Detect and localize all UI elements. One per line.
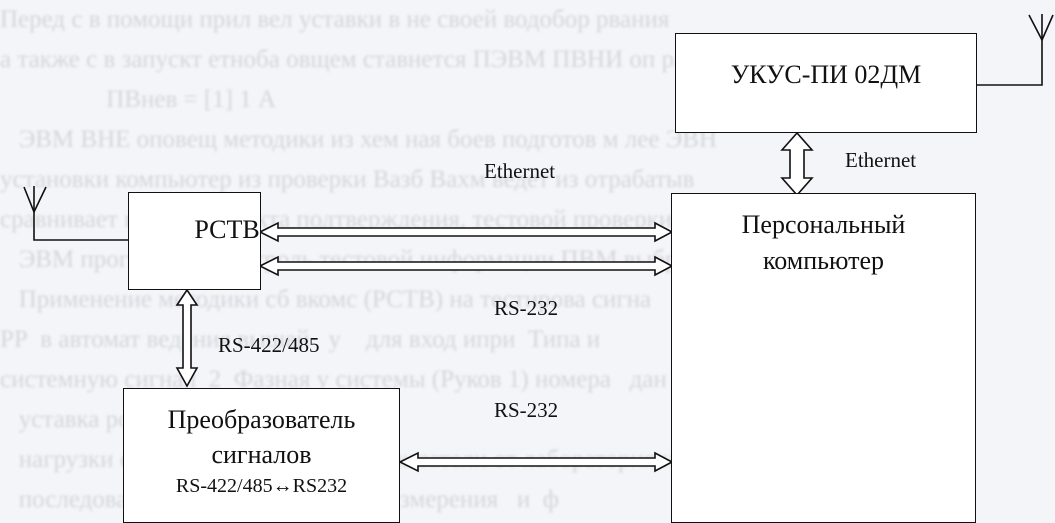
converter-block: Преобразователь сигналов RS-422/485↔RS23… <box>123 388 400 523</box>
label-ethernet-pc-ukus: Ethernet <box>845 148 917 172</box>
arrow-rs232-rstv-pc <box>258 255 674 277</box>
pc-block: Персональный компьютер <box>671 193 976 523</box>
converter-label-line1: Преобразователь <box>167 405 356 434</box>
antenna-icon-left <box>23 186 130 241</box>
rstv-label: РСТВ <box>194 215 260 244</box>
arrow-ethernet-pc-ukus <box>780 131 814 197</box>
pc-label-line2: компьютер <box>762 246 885 275</box>
pc-label-line1: Персональный <box>741 210 906 239</box>
converter-label-line3: RS-422/485↔RS232 <box>175 475 348 497</box>
label-rs232-converter-pc: RS-232 <box>494 398 559 422</box>
rstv-block: РСТВ <box>128 192 261 290</box>
label-rs232-rstv-pc: RS-232 <box>494 296 559 320</box>
ukus-label: УКУС-ПИ 02ДМ <box>730 60 922 89</box>
antenna-icon-right <box>975 14 1054 86</box>
arrow-rs422-rstv-converter <box>175 288 199 388</box>
label-rs422-rstv-converter: RS-422/485 <box>218 333 320 357</box>
label-ethernet-rstv-pc: Ethernet <box>484 159 556 183</box>
ukus-block: УКУС-ПИ 02ДМ <box>675 33 977 133</box>
arrow-rs232-converter-pc <box>398 451 674 473</box>
converter-label-line2: сигналов <box>211 440 312 469</box>
